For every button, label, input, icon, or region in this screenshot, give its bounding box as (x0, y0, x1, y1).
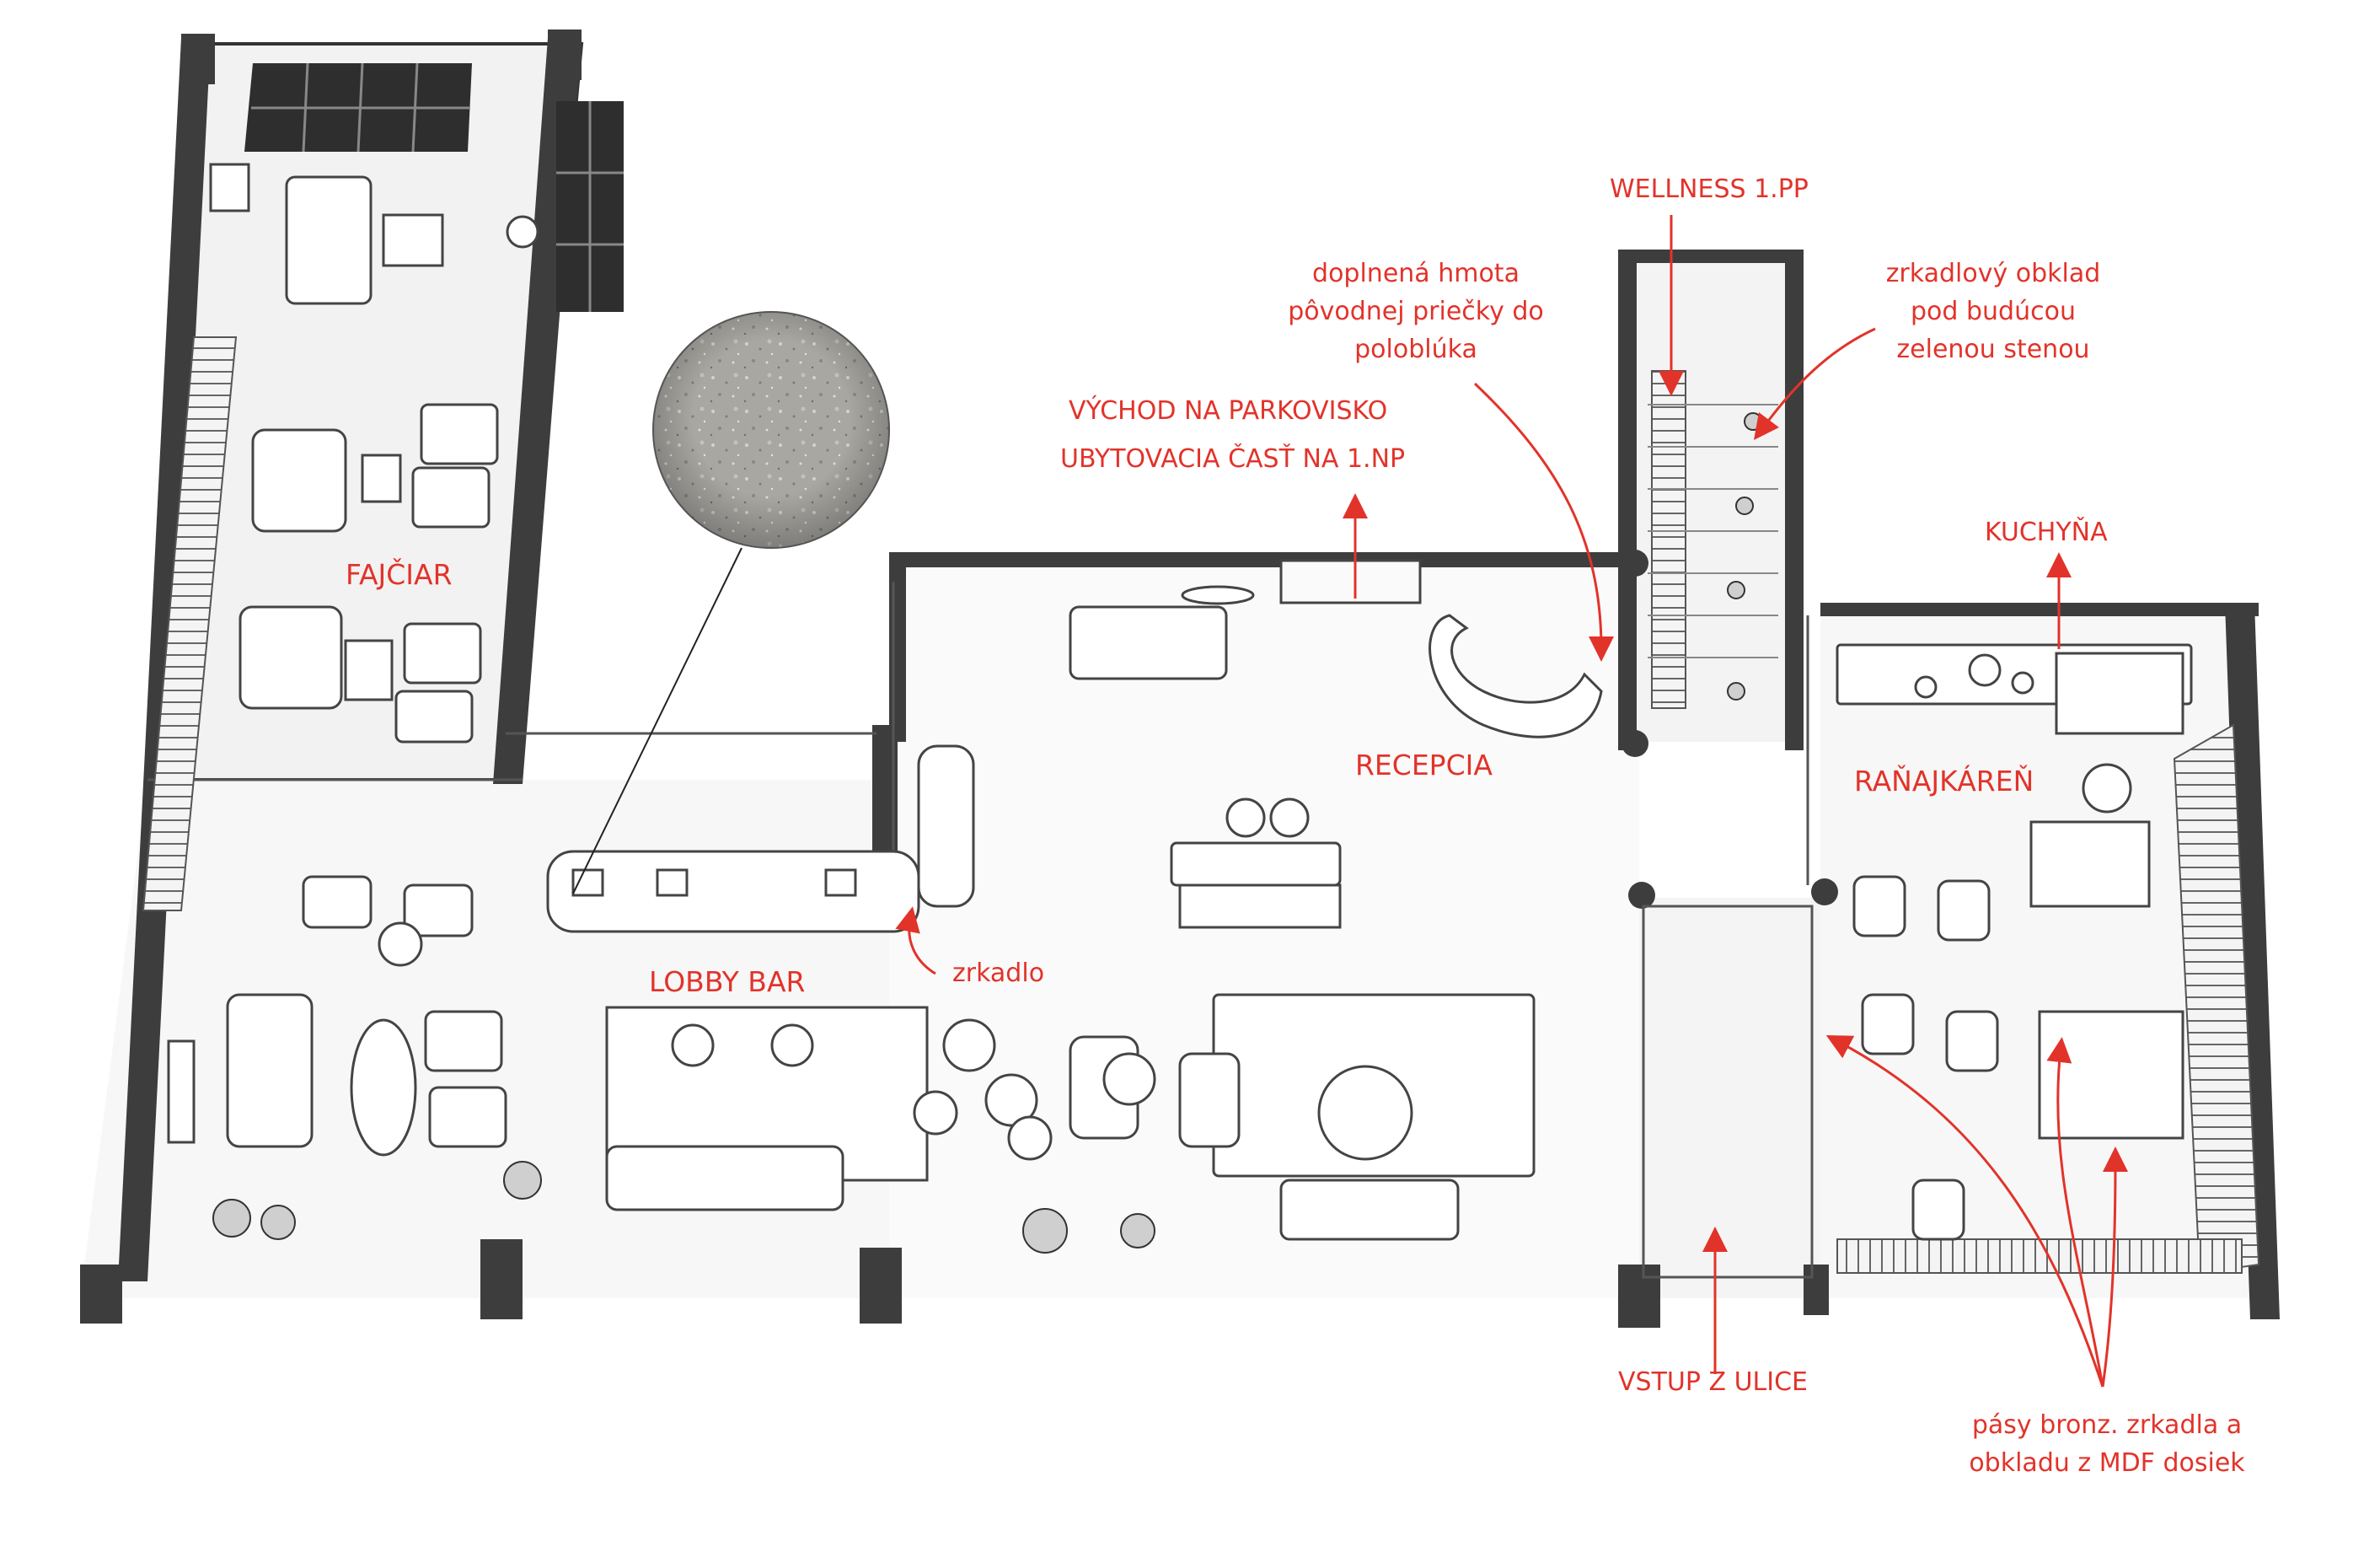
annotation-arrows (895, 215, 2128, 1388)
furniture-lobby (167, 850, 1038, 1211)
cladding (142, 336, 2260, 1275)
annotation-accommodation: UBYTOVACIA ČASŤ NA 1.NP (1060, 444, 1406, 474)
furniture-breakfast (1836, 643, 2193, 1241)
annotation-filled-wall: doplnená hmota pôvodnej priečky do polob… (1288, 259, 1544, 364)
annotation-kitchen: KUCHYŇA (1985, 518, 2108, 547)
annotation-parking-exit: VÝCHOD NA PARKOVISKO (1069, 396, 1388, 426)
annotation-wellness: WELLNESS 1.PP (1610, 175, 1809, 204)
room-label-reception: RECEPCIA (1355, 749, 1493, 781)
room-label-lobby-bar: LOBBY BAR (649, 965, 806, 998)
partitions (147, 582, 1814, 1279)
annotation-mirror-cladding: zrkadlový obklad pod budúcou zelenou ste… (1885, 259, 2101, 364)
furniture-smoker (209, 163, 539, 744)
skylights (244, 62, 624, 312)
stairs (1648, 404, 1778, 658)
furniture-reception (917, 559, 1603, 1241)
room-label-smoker: FAJČIAR (346, 558, 453, 591)
annotation-bronze-strips: pásy bronz. zrkadla a obkladu z MDF dosi… (1969, 1410, 2245, 1478)
annotation-mirror: zrkadlo (952, 959, 1045, 988)
material-sample (572, 311, 890, 894)
room-label-breakfast: RAŇAJKÁREŇ (1854, 765, 2034, 797)
annotation-street-entrance: VSTUP Z ULICE (1618, 1367, 1808, 1397)
